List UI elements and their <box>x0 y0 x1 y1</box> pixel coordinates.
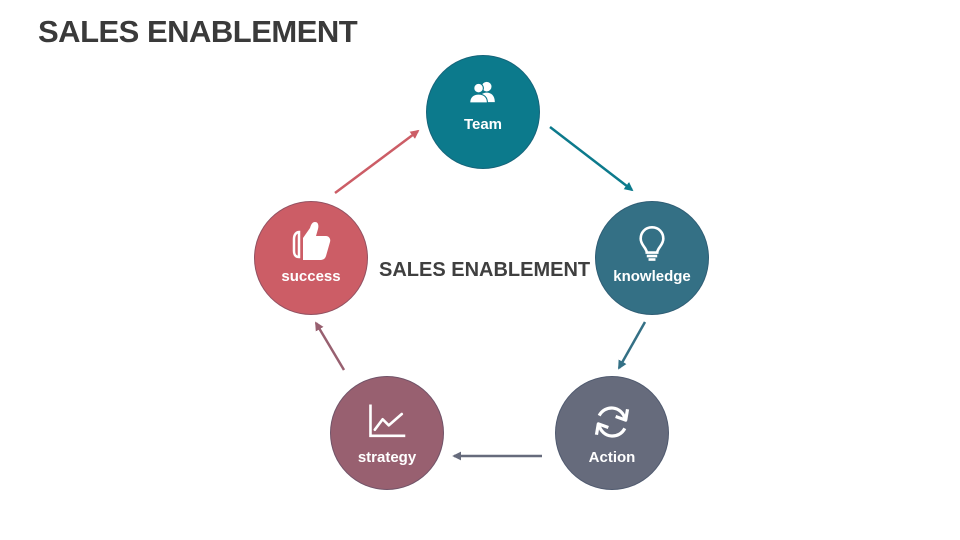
team-icon <box>469 81 495 104</box>
node-action-label: Action <box>588 449 636 466</box>
node-team-label: Team <box>463 116 503 133</box>
node-action: Action <box>555 376 669 490</box>
node-success: success <box>254 201 368 315</box>
node-knowledge: knowledge <box>595 201 709 315</box>
slide-title: SALES ENABLEMENT <box>38 14 358 49</box>
node-strategy-label: strategy <box>357 449 417 466</box>
node-knowledge-label: knowledge <box>613 268 691 285</box>
line-chart-icon <box>369 404 406 438</box>
center-label: SALES ENABLEMENT <box>379 259 591 281</box>
arrow-team-to-knowledge <box>549 126 634 192</box>
node-success-label: success <box>281 268 341 285</box>
arrow-success-to-team <box>334 129 420 195</box>
arrow-knowledge-to-action <box>617 321 647 370</box>
refresh-icon <box>594 406 630 438</box>
arrow-strategy-to-success <box>314 321 346 371</box>
node-team: Team <box>426 55 540 169</box>
lightbulb-icon <box>639 226 665 261</box>
thumbs-up-icon <box>292 222 331 260</box>
node-strategy: strategy <box>330 376 444 490</box>
